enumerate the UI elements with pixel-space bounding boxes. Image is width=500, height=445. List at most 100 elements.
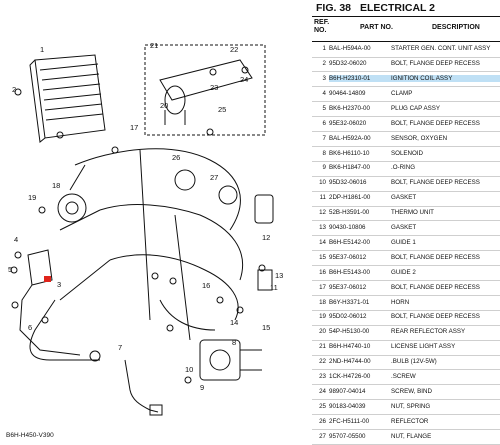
reflector-part[interactable]	[174, 169, 238, 205]
part-number[interactable]: 95E37-06012	[329, 283, 367, 291]
callout-label[interactable]: 6	[28, 323, 32, 332]
callout-label[interactable]: 17	[130, 123, 138, 132]
callout-label[interactable]: 22	[230, 45, 238, 54]
part-number[interactable]: 1CK-H4726-00	[329, 373, 371, 381]
callout-label[interactable]: 21	[150, 41, 158, 50]
ref-number: 16	[319, 268, 326, 276]
callout-label[interactable]: 8	[232, 338, 236, 347]
part-number[interactable]: 95E32-06020	[329, 119, 367, 127]
selected-part-highlight	[44, 276, 51, 282]
part-number[interactable]: B6Y-H3371-01	[329, 298, 370, 306]
part-number[interactable]: 2FC-H5111-00	[329, 417, 370, 425]
oxygen-sensor-part[interactable]	[124, 359, 163, 416]
callout-label[interactable]: 25	[218, 105, 226, 114]
callout-label[interactable]: 14	[230, 318, 238, 327]
part-number[interactable]: BK6-H1847-00	[329, 164, 370, 172]
callout-label[interactable]: 16	[202, 281, 210, 290]
header-part-no: PART NO.	[360, 24, 393, 31]
callout-label[interactable]: 20	[160, 101, 168, 110]
part-number[interactable]: 95E37-06012	[329, 253, 367, 261]
callout-label[interactable]: 18	[52, 181, 60, 190]
part-number[interactable]: B6H-E5142-00	[329, 238, 370, 246]
callout-label[interactable]: 1	[40, 45, 44, 54]
ref-number: 27	[319, 432, 326, 440]
part-number[interactable]: 2DP-H1861-00	[329, 194, 371, 202]
callout-label[interactable]: 9	[200, 383, 204, 392]
callout-label[interactable]: 12	[262, 233, 270, 242]
callout-label[interactable]: 10	[185, 365, 193, 374]
part-number[interactable]: 95D32-06020	[329, 60, 367, 68]
callout-label[interactable]: 15	[262, 323, 270, 332]
thermo-unit-part[interactable]	[254, 194, 274, 291]
ref-number: 1	[322, 45, 326, 53]
callout-label[interactable]: 5	[8, 265, 12, 274]
part-number[interactable]: BAL-H592A-00	[329, 134, 371, 142]
part-number[interactable]: BK6-H2370-00	[329, 104, 370, 112]
part-number[interactable]: B6H-E5143-00	[329, 268, 370, 276]
part-number[interactable]: 90430-10806	[329, 224, 366, 232]
solenoid-part[interactable]	[199, 339, 262, 381]
callout-label[interactable]: 23	[210, 83, 218, 92]
part-number[interactable]: BK6-H6110-10	[329, 149, 370, 157]
ref-number: 14	[319, 238, 326, 246]
part-number[interactable]: 52B-H3591-00	[329, 209, 370, 217]
callout-label[interactable]: 26	[172, 153, 180, 162]
figure-label: FIG. 38	[316, 2, 352, 14]
part-number[interactable]: 54P-H5130-00	[329, 328, 370, 336]
part-description: BOLT, FLANGE DEEP RECESS	[391, 60, 480, 68]
license-light-part[interactable]	[144, 44, 266, 136]
callout-label[interactable]: 2	[12, 85, 16, 94]
callout-label[interactable]: 4	[14, 235, 18, 244]
callout-label[interactable]: 3	[57, 280, 61, 289]
callout-label[interactable]: 13	[275, 271, 283, 280]
ignition-coil-part[interactable]	[19, 249, 101, 362]
part-number[interactable]: B6H-H4740-10	[329, 343, 371, 351]
callout-label[interactable]: 19	[28, 193, 36, 202]
part-description: GUIDE 2	[391, 268, 416, 276]
callout-label[interactable]: 27	[210, 173, 218, 182]
part-number[interactable]: 90464-14809	[329, 89, 366, 97]
part-number[interactable]: 2ND-H4744-00	[329, 358, 371, 366]
part-number[interactable]: 95D02-06012	[329, 313, 367, 321]
horn-part[interactable]	[57, 193, 87, 223]
control-unit-part[interactable]	[29, 54, 106, 143]
part-number[interactable]: 95D32-06016	[329, 179, 367, 187]
part-description: GASKET	[391, 224, 417, 232]
callout-label[interactable]: 7	[118, 343, 122, 352]
callout-label[interactable]: 11	[270, 283, 278, 292]
callout-label[interactable]: 24	[240, 75, 248, 84]
part-number[interactable]: B6H-H2310-01	[329, 75, 391, 83]
part-number[interactable]: 98907-04014	[329, 387, 366, 395]
part-number[interactable]: BAL-H594A-00	[329, 45, 371, 53]
part-description: .O-RING	[391, 164, 416, 172]
part-number[interactable]: 95707-05500	[329, 432, 366, 440]
part-number[interactable]: 90183-04039	[329, 402, 366, 410]
